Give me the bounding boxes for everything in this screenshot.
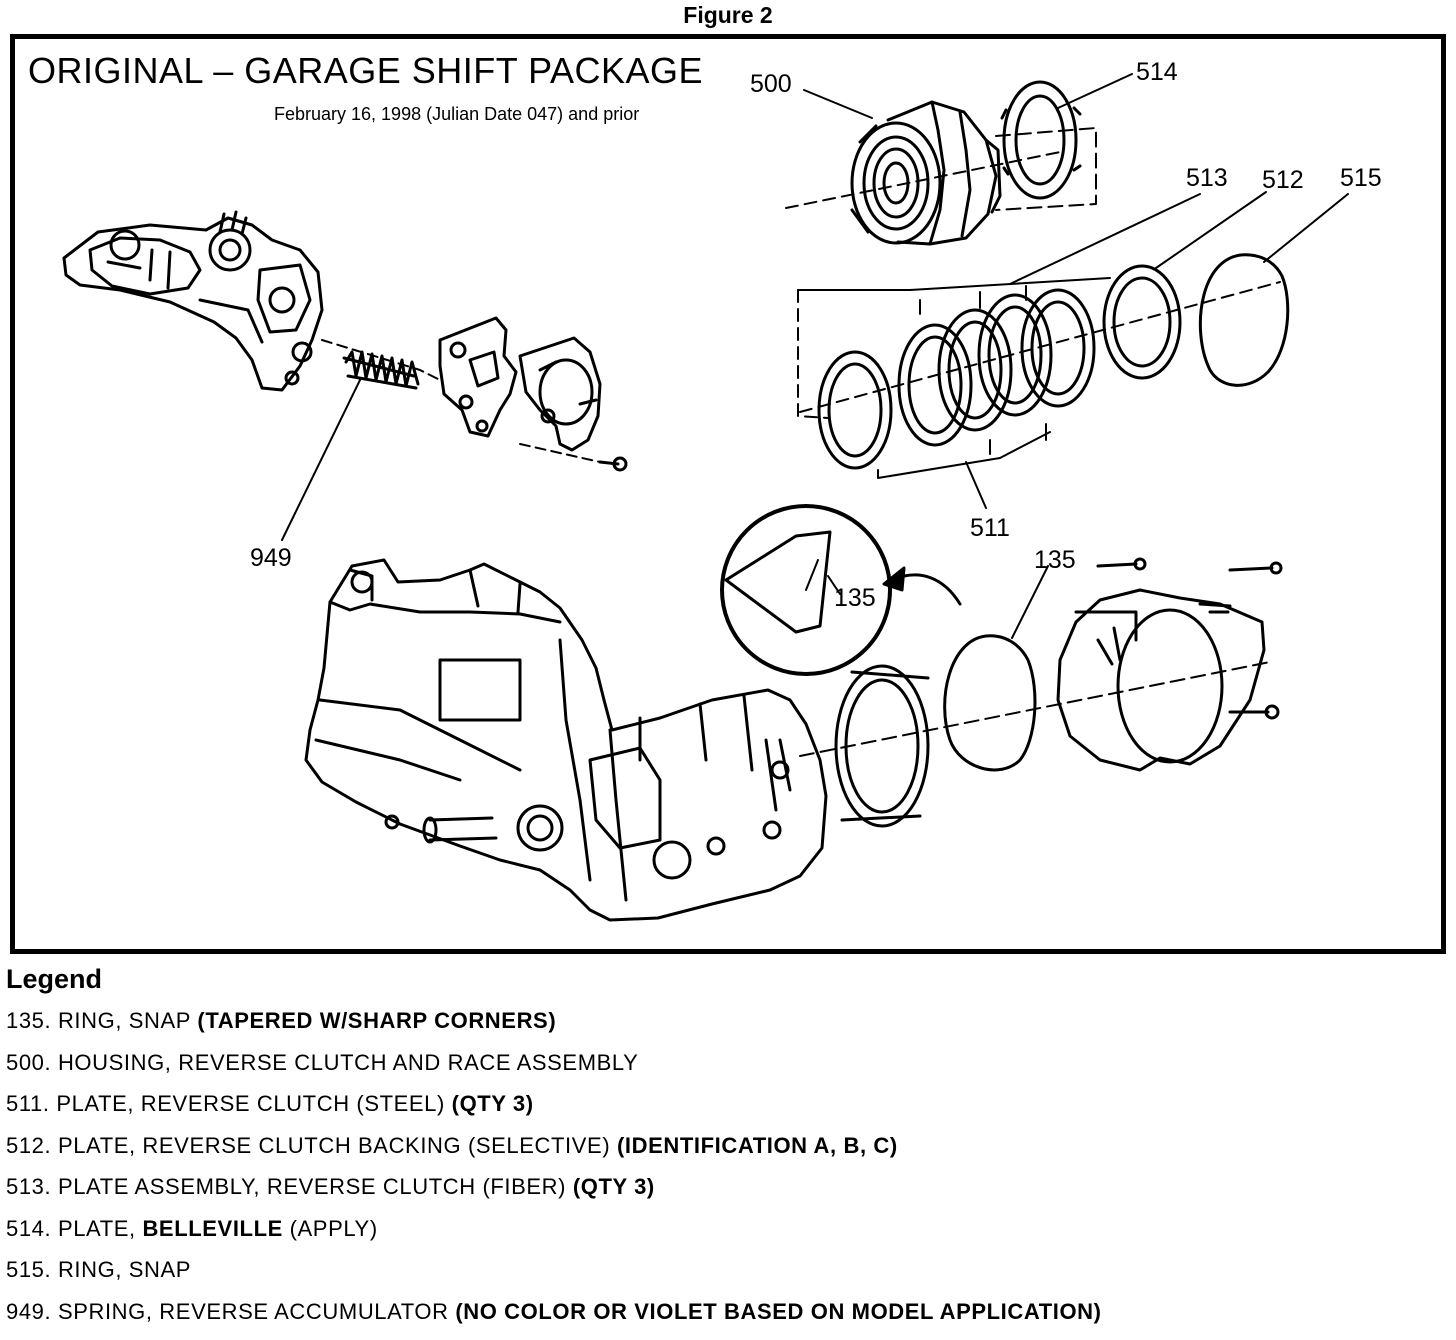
callout-leaders	[282, 74, 1348, 638]
backing-plate	[1104, 266, 1180, 378]
legend-item: 949. SPRING, REVERSE ACCUMULATOR (NO COL…	[6, 1299, 1102, 1340]
callout-949: 949	[250, 544, 292, 573]
legend-item: 513. PLATE ASSEMBLY, REVERSE CLUTCH (FIB…	[6, 1174, 1102, 1216]
legend-item: 500. HOUSING, REVERSE CLUTCH AND RACE AS…	[6, 1050, 1102, 1092]
legend-item: 514. PLATE, BELLEVILLE (APPLY)	[6, 1216, 1102, 1258]
accumulator-gasket	[440, 318, 516, 436]
reverse-clutch-housing	[852, 102, 1000, 244]
package-subtitle: February 16, 1998 (Julian Date 047) and …	[274, 104, 639, 125]
callout-511: 511	[970, 514, 1010, 543]
legend-list: 135. RING, SNAP (TAPERED W/SHARP CORNERS…	[6, 1008, 1102, 1340]
reverse-clutch-plates	[819, 290, 1094, 468]
legend-item: 135. RING, SNAP (TAPERED W/SHARP CORNERS…	[6, 1008, 1102, 1050]
legend-item: 515. RING, SNAP	[6, 1257, 1102, 1299]
package-title: ORIGINAL – GARAGE SHIFT PACKAGE	[28, 50, 703, 92]
callout-513: 513	[1186, 164, 1228, 193]
callout-500: 500	[750, 70, 792, 99]
accumulator-cover	[520, 338, 626, 470]
callout-514: 514	[1136, 58, 1178, 87]
belleville-plate	[1002, 82, 1080, 198]
transmission-case	[306, 560, 826, 920]
callout-512: 512	[1262, 166, 1304, 195]
legend-item: 512. PLATE, REVERSE CLUTCH BACKING (SELE…	[6, 1133, 1102, 1175]
snap-ring-515	[1200, 255, 1287, 386]
accumulator-spring-drawing	[344, 352, 418, 388]
legend-item: 511. PLATE, REVERSE CLUTCH (STEEL) (QTY …	[6, 1091, 1102, 1133]
snap-ring-135	[945, 636, 1035, 770]
case-cover	[1058, 559, 1281, 770]
callout-135: 135	[1034, 546, 1076, 575]
legend-title: Legend	[6, 964, 102, 995]
valve-body-assembly	[64, 212, 322, 390]
callout-515: 515	[1340, 164, 1382, 193]
callout-135-detail: 135	[834, 584, 876, 613]
